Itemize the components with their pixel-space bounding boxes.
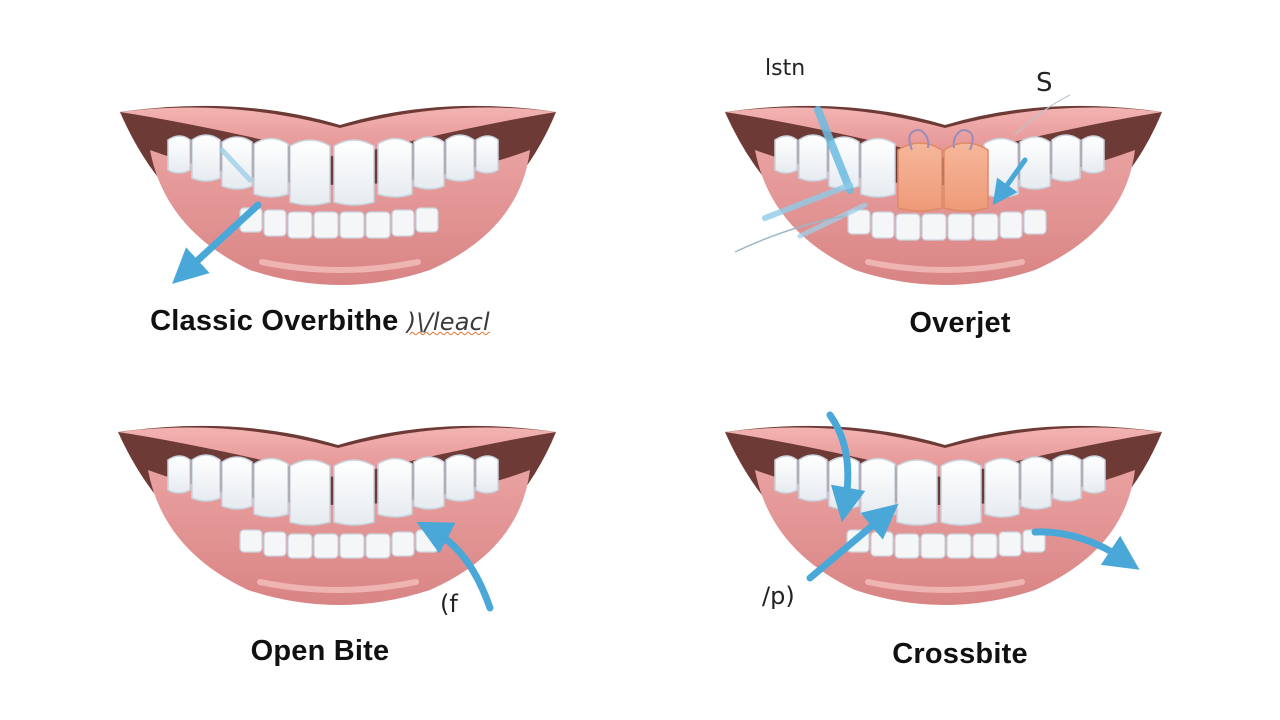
lower-teeth xyxy=(239,207,439,239)
caption-scribble: )\/leacl xyxy=(406,308,490,336)
caption-crossbite: Crossbite xyxy=(640,638,1280,671)
blue-arrow-icon xyxy=(806,411,1140,582)
lower-teeth xyxy=(847,209,1047,241)
blue-arrow-icon xyxy=(416,521,494,612)
panel-open-bite: (f Open Bite xyxy=(0,360,640,720)
upper-teeth xyxy=(167,454,499,526)
panel-crossbite: /p) Crossbite xyxy=(640,360,1280,720)
blue-arrow-icon xyxy=(172,147,262,284)
upper-teeth xyxy=(167,134,499,206)
caption-classic-overbite: Classic Overbithe )\/leacl xyxy=(0,305,640,338)
caption-text: Open Bite xyxy=(250,635,390,667)
scribble-label: (f xyxy=(440,590,458,618)
scribble-label: S xyxy=(1036,68,1053,98)
panel-overjet: lstn S Overjet xyxy=(640,0,1280,360)
scribble-label: lstn xyxy=(765,56,806,81)
panel-classic-overbite: Classic Overbithe )\/leacl xyxy=(0,0,640,360)
mouth-illustration xyxy=(120,105,556,285)
highlighted-teeth-icon xyxy=(897,128,989,212)
caption-open-bite: Open Bite xyxy=(0,635,640,668)
caption-text: Overjet xyxy=(909,307,1011,339)
scribble-label: /p) xyxy=(762,582,795,610)
caption-text: Classic Overbithe xyxy=(150,305,399,337)
mouth-illustration xyxy=(725,94,1162,285)
caption-overjet: Overjet xyxy=(640,307,1280,340)
blue-arrow-icon xyxy=(734,94,1071,253)
upper-teeth xyxy=(774,134,1105,198)
mouth-illustration xyxy=(118,425,556,612)
caption-text: Crossbite xyxy=(892,638,1028,670)
mouth-illustration xyxy=(725,411,1162,605)
